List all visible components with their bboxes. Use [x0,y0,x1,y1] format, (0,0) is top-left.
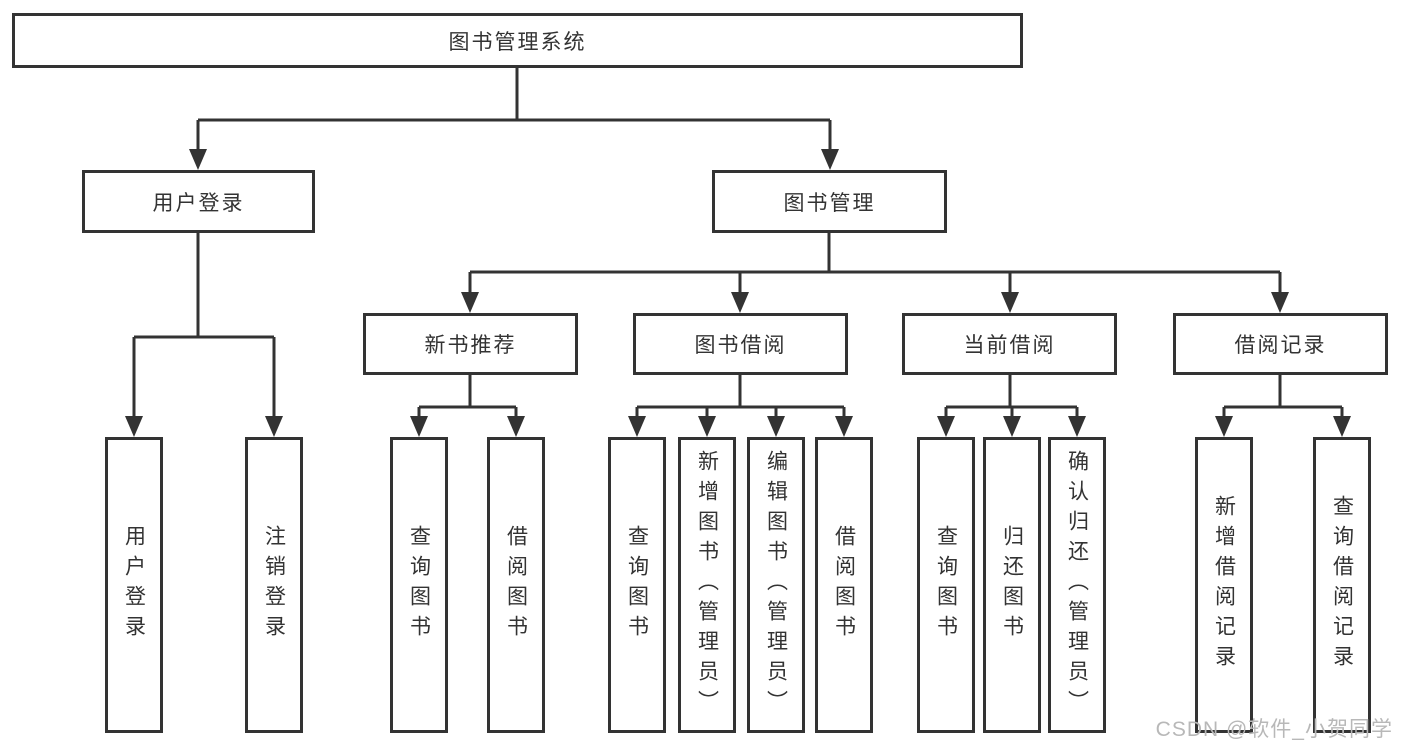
arrow-down-icon [731,292,749,313]
connector-root-branch [196,68,832,152]
arrow-down-icon [1333,416,1351,437]
node-root: 图书管理系统 [12,13,1023,68]
connector-borrow-records-branch [1222,375,1344,420]
leaf-query-borrow-record-label: 查询借阅记录 [1330,495,1354,675]
arrow-down-icon [461,292,479,313]
node-book-borrow: 图书借阅 [633,313,848,375]
arrow-down-icon [1003,416,1021,437]
leaf-confirm-return-admin-label: 确认归还（管理员） [1065,450,1089,720]
leaf-borrow-books-1: 借阅图书 [487,437,545,733]
arrow-down-icon [1068,416,1086,437]
leaf-query-books-2-label: 查询图书 [625,525,649,645]
leaf-query-books-1-label: 查询图书 [407,525,431,645]
connector-book-management-branch [468,233,1282,294]
leaf-edit-book-admin-label: 编辑图书（管理员） [764,450,788,720]
leaf-user-login-label: 用户登录 [122,525,146,645]
leaf-return-book: 归还图书 [983,437,1041,733]
node-root-label: 图书管理系统 [448,30,587,54]
node-user-login: 用户登录 [82,170,315,233]
arrow-down-icon [1001,292,1019,313]
arrow-down-icon [628,416,646,437]
node-user-login-label: 用户登录 [152,191,245,215]
arrow-down-icon [835,416,853,437]
leaf-add-book-admin-label: 新增图书（管理员） [695,450,719,720]
node-borrow-records-label: 借阅记录 [1234,334,1327,357]
leaf-logout-label: 注销登录 [262,525,286,645]
leaf-return-book-label: 归还图书 [1000,525,1024,645]
leaf-confirm-return-admin: 确认归还（管理员） [1048,437,1106,733]
arrow-down-icon [937,416,955,437]
leaf-add-borrow-record: 新增借阅记录 [1195,437,1253,733]
leaf-query-borrow-record: 查询借阅记录 [1313,437,1371,733]
arrow-down-icon [1215,416,1233,437]
leaf-query-books-2: 查询图书 [608,437,666,733]
node-current-borrow-label: 当前借阅 [963,334,1056,357]
node-book-management: 图书管理 [712,170,947,233]
arrow-down-icon [767,416,785,437]
connector-book-borrow-branch [635,375,846,420]
node-new-book-recommend-label: 新书推荐 [424,334,517,357]
arrow-down-icon [821,149,839,170]
leaf-query-books-3-label: 查询图书 [934,525,958,645]
leaf-borrow-books-2: 借阅图书 [815,437,873,733]
arrow-down-icon [698,416,716,437]
leaf-edit-book-admin: 编辑图书（管理员） [747,437,805,733]
arrow-down-icon [410,416,428,437]
leaf-borrow-books-1-label: 借阅图书 [504,525,528,645]
arrow-down-icon [125,416,143,437]
connector-current-borrow-branch [944,375,1079,420]
leaf-add-borrow-record-label: 新增借阅记录 [1212,495,1236,675]
connector-user-login-branch [132,233,276,419]
leaf-user-login: 用户登录 [105,437,163,733]
arrow-down-icon [265,416,283,437]
node-new-book-recommend: 新书推荐 [363,313,578,375]
leaf-query-books-3: 查询图书 [917,437,975,733]
node-current-borrow: 当前借阅 [902,313,1117,375]
arrow-down-icon [1271,292,1289,313]
node-book-management-label: 图书管理 [783,191,876,215]
leaf-add-book-admin: 新增图书（管理员） [678,437,736,733]
leaf-logout: 注销登录 [245,437,303,733]
arrow-down-icon [189,149,207,170]
leaf-borrow-books-2-label: 借阅图书 [832,525,856,645]
connector-new-book-branch [417,375,518,420]
arrow-down-icon [507,416,525,437]
watermark: CSDN @软件_小贺同学 [1155,718,1393,741]
leaf-query-books-1: 查询图书 [390,437,448,733]
node-borrow-records: 借阅记录 [1173,313,1388,375]
node-book-borrow-label: 图书借阅 [694,334,787,357]
